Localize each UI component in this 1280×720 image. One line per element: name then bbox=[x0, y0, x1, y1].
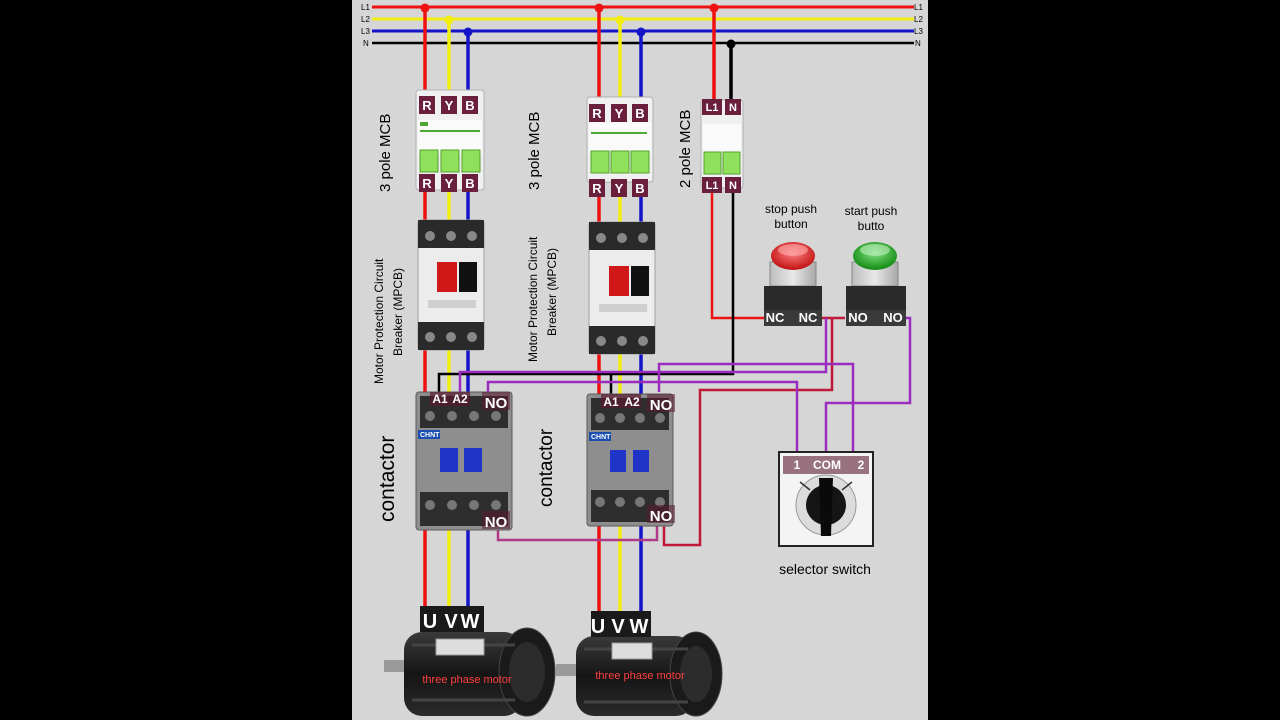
selector-terminal-1: 1 bbox=[794, 458, 801, 472]
contactor1-a1: A1 bbox=[432, 392, 448, 406]
mpcb2-label-line1: Motor Protection Circuit bbox=[526, 236, 540, 362]
mpcb1-stop-knob[interactable] bbox=[459, 262, 477, 292]
mcb-2pole[interactable]: L1 N L1 N bbox=[700, 99, 744, 193]
mcb2-top-terminals: R Y B bbox=[589, 104, 648, 122]
mcb3-top-terminals: L1 N bbox=[702, 99, 741, 115]
contactor1-no-bottom: NO bbox=[485, 514, 508, 531]
mcb1-top-terminals: R Y B bbox=[419, 96, 478, 114]
contactor1-label: contactor bbox=[376, 436, 399, 522]
mcb3-label: 2 pole MCB bbox=[677, 110, 694, 188]
mcb1-bottom-b: B bbox=[465, 176, 474, 191]
motor1-term-u: U bbox=[423, 611, 437, 633]
mcb1-label: 3 pole MCB bbox=[377, 114, 394, 192]
mpcb1-label-line1: Motor Protection Circuit bbox=[372, 258, 386, 384]
mcb2-bottom-y: Y bbox=[615, 181, 624, 196]
mcb2-label: 3 pole MCB bbox=[526, 112, 543, 190]
contactor1-no-top: NO bbox=[485, 395, 508, 412]
stop-button-label-line1: stop push bbox=[765, 202, 817, 216]
start-button-label-line2: butto bbox=[858, 219, 885, 233]
mcb1-top-b: B bbox=[465, 98, 474, 113]
contactor2-no-bottom: NO bbox=[650, 508, 673, 525]
stop-button-t1: NC bbox=[766, 310, 785, 325]
contactor2-no-top: NO bbox=[650, 397, 673, 414]
stop-button-t2: NC bbox=[799, 310, 818, 325]
mcb-3pole-1[interactable]: R Y B R Y B bbox=[415, 89, 485, 192]
contactor2-label: contactor bbox=[536, 428, 557, 507]
mcb3-top-l1: L1 bbox=[706, 102, 719, 114]
mcb2-bottom-b: B bbox=[635, 181, 644, 196]
selector-terminal-2: 2 bbox=[858, 458, 865, 472]
start-button-t2: NO bbox=[883, 310, 903, 325]
mcb2-top-r: R bbox=[592, 106, 602, 121]
start-button-t1: NO bbox=[848, 310, 868, 325]
selector-knob[interactable] bbox=[819, 478, 833, 536]
stop-button-label-line2: button bbox=[774, 217, 807, 231]
bus-label-left-n: N bbox=[363, 39, 369, 48]
contactor2-a1: A1 bbox=[603, 395, 619, 409]
contactor1-brand: CHNT bbox=[420, 432, 440, 439]
mcb2-top-b: B bbox=[635, 106, 644, 121]
bus-label-left-l2: L2 bbox=[361, 15, 370, 24]
mpcb2-label-line2: Breaker (MPCB) bbox=[545, 248, 559, 336]
control-wires bbox=[437, 190, 912, 547]
three-phase-motor-2: U V W three phase motor bbox=[556, 611, 723, 717]
mpcb-1[interactable] bbox=[417, 219, 485, 351]
mpcb1-label-line2: Breaker (MPCB) bbox=[391, 268, 405, 356]
motor1-term-v: V bbox=[444, 611, 458, 633]
bus-label-right-l2: L2 bbox=[914, 15, 923, 24]
contactor-1[interactable]: CHNT A1 A2 NO NO bbox=[415, 391, 513, 531]
stop-push-button[interactable]: stop push button NC NC bbox=[764, 202, 822, 326]
bus-label-right-l3: L3 bbox=[914, 27, 923, 36]
motor2-term-v: V bbox=[611, 616, 625, 638]
mcb3-bottom-l1: L1 bbox=[706, 180, 719, 192]
contactor-2[interactable]: CHNT A1 A2 NO NO bbox=[586, 393, 675, 527]
mcb-3pole-2[interactable]: R Y B R Y B bbox=[586, 96, 654, 197]
contactor2-brand: CHNT bbox=[591, 434, 611, 441]
mcb2-bottom-terminals: R Y B bbox=[589, 179, 648, 197]
mpcb2-start-knob[interactable] bbox=[609, 266, 629, 296]
motor2-term-w: W bbox=[630, 616, 649, 638]
bus-label-right-l1: L1 bbox=[914, 3, 923, 12]
motor1-label: three phase motor bbox=[422, 674, 512, 686]
start-button-label-line1: start push bbox=[845, 204, 898, 218]
selector-terminal-com: COM bbox=[813, 458, 841, 472]
bus-label-right-n: N bbox=[915, 39, 921, 48]
bus-label-left-l1: L1 bbox=[361, 3, 370, 12]
bus-label-left-l3: L3 bbox=[361, 27, 370, 36]
mcb1-bottom-terminals: R Y B bbox=[419, 174, 478, 192]
mcb2-bottom-r: R bbox=[592, 181, 602, 196]
contactor2-a2: A2 bbox=[624, 395, 640, 409]
mcb2-top-y: Y bbox=[615, 106, 624, 121]
selector-switch-label: selector switch bbox=[779, 561, 871, 577]
start-push-button[interactable]: start push butto NO NO bbox=[845, 204, 906, 326]
mpcb1-start-knob[interactable] bbox=[437, 262, 457, 292]
motor2-label: three phase motor bbox=[595, 670, 685, 682]
mpcb-2[interactable] bbox=[588, 221, 656, 355]
mcb1-top-y: Y bbox=[445, 98, 454, 113]
mpcb2-stop-knob[interactable] bbox=[631, 266, 649, 296]
contactor1-a2: A2 bbox=[452, 392, 468, 406]
mcb3-bottom-terminals: L1 N bbox=[702, 177, 741, 193]
mcb1-bottom-r: R bbox=[422, 176, 432, 191]
mcb1-top-r: R bbox=[422, 98, 432, 113]
mcb3-bottom-n: N bbox=[729, 180, 737, 192]
mcb1-bottom-y: Y bbox=[445, 176, 454, 191]
mcb3-top-n: N bbox=[729, 102, 737, 114]
motor2-term-u: U bbox=[591, 616, 605, 638]
selector-switch[interactable]: 1 COM 2 bbox=[778, 451, 874, 547]
three-phase-motor-1: U V W three phase motor bbox=[384, 606, 556, 717]
motor1-term-w: W bbox=[461, 611, 480, 633]
